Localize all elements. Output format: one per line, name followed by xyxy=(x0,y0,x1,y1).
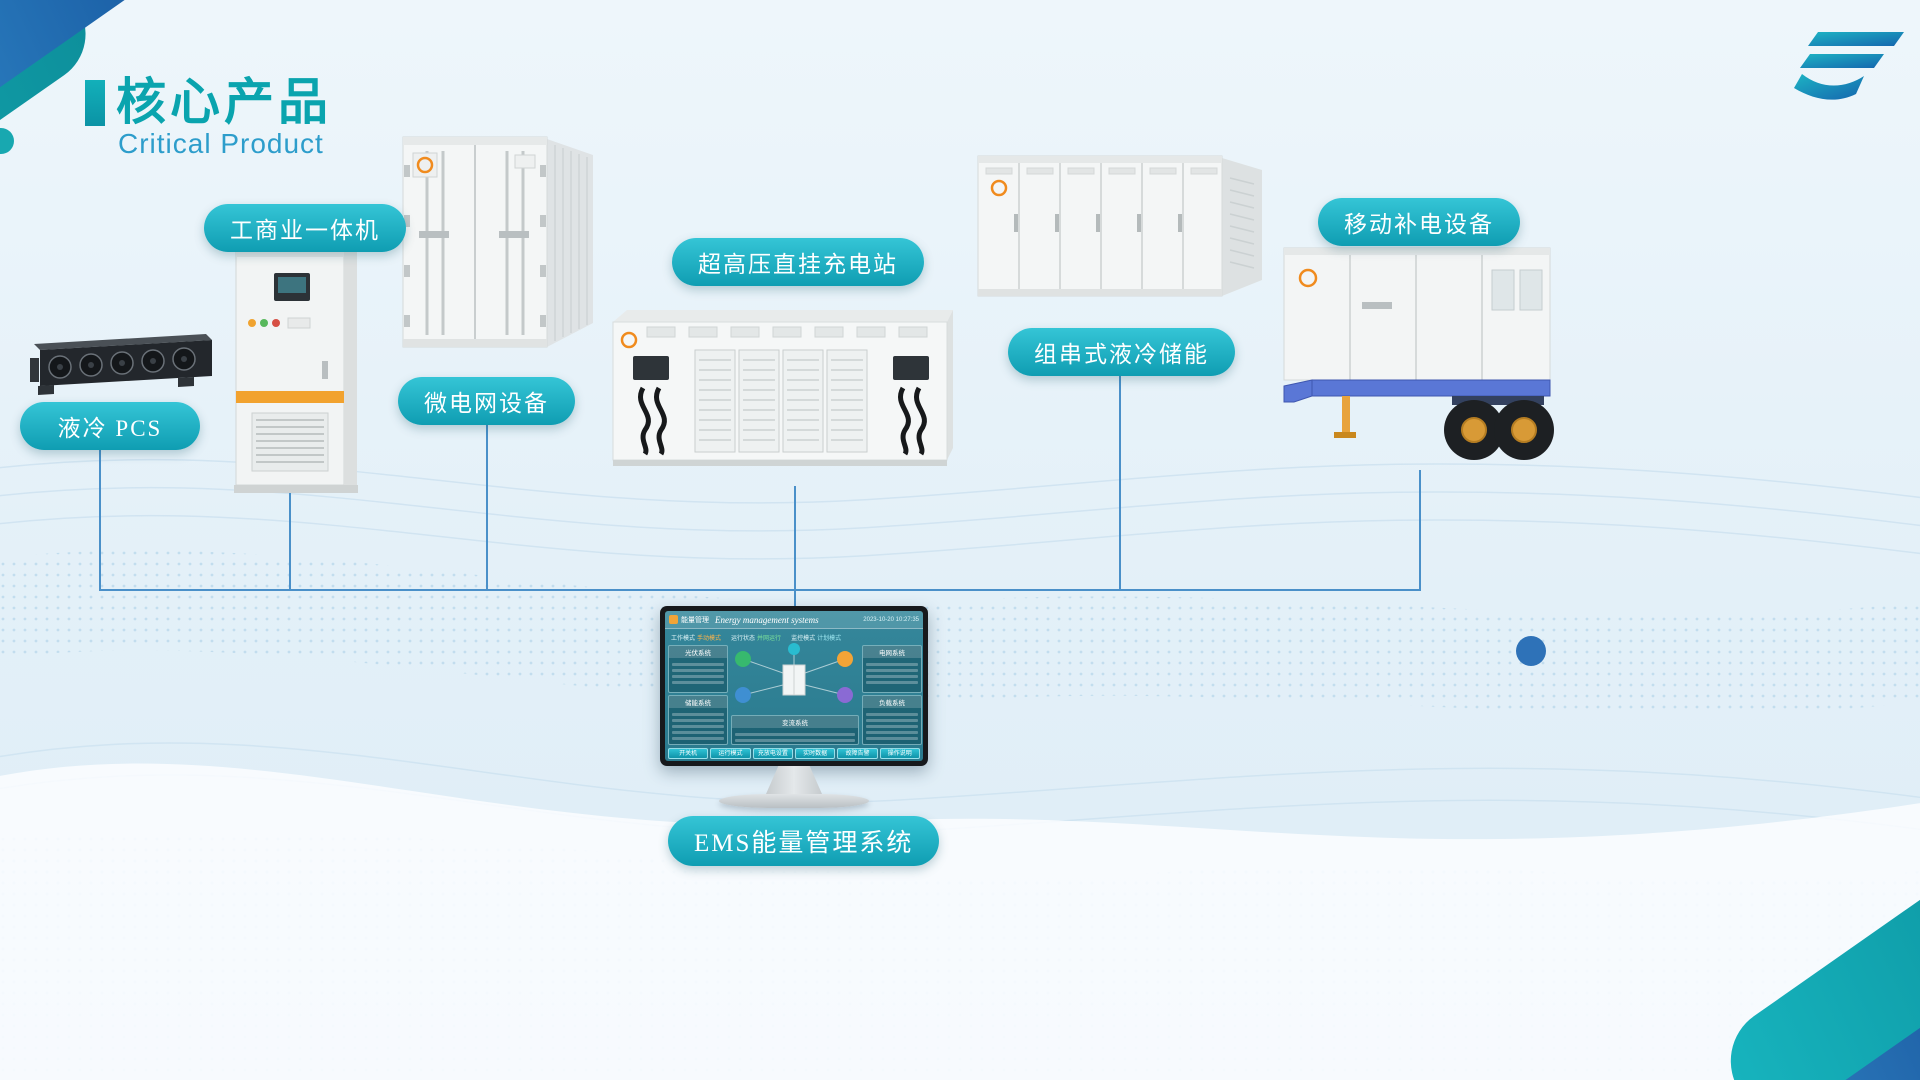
product-string-liquid-cooled-storage xyxy=(972,148,1268,309)
meter-node-icon xyxy=(788,643,800,655)
monitor-frame: 能量管理 Energy management systems 2023-10-2… xyxy=(660,606,928,766)
page-title: 核心产品 xyxy=(116,74,332,130)
brand-mark-icon xyxy=(1298,268,1318,288)
ems-panel-load: 负载系统 xyxy=(862,695,922,745)
blue-dot-right-edge xyxy=(1516,636,1546,666)
load-node-icon xyxy=(837,687,853,703)
ems-button: 操作说明 xyxy=(879,748,920,759)
bess-node-icon xyxy=(735,687,751,703)
ems-screen: 能量管理 Energy management systems 2023-10-2… xyxy=(665,611,923,761)
company-logo-icon xyxy=(1794,32,1904,100)
wheel-icons xyxy=(1444,400,1554,460)
product-uhv-charging-station xyxy=(603,296,959,493)
ems-button: 充放电设置 xyxy=(752,748,793,759)
monitor-stand-neck xyxy=(766,766,822,794)
product-label-mobile-charging: 移动补电设备 xyxy=(1318,198,1520,246)
ems-status-bar: 工作模式手动模式 运行状态并网运行 监控模式计划模式 xyxy=(671,636,842,642)
ems-button: 实时数据 xyxy=(794,748,836,759)
product-label-commercial-all-in-one: 工商业一体机 xyxy=(204,204,406,252)
ems-logo-icon xyxy=(669,615,678,624)
product-label-ems: EMS能量管理系统 xyxy=(668,816,940,866)
brand-mark-icon xyxy=(416,156,434,174)
ems-datetime: 2023-10-20 10:27:35 xyxy=(863,616,919,623)
trailer-chassis xyxy=(1283,379,1551,405)
ems-button: 开关机 xyxy=(668,748,709,759)
ems-header: 能量管理 Energy management systems 2023-10-2… xyxy=(665,611,923,629)
product-label-string-storage: 组串式液冷储能 xyxy=(1008,328,1235,376)
product-label-uhv-charging-station: 超高压直挂充电站 xyxy=(672,238,924,286)
teal-dot-left-edge xyxy=(0,128,14,154)
grid-node-icon xyxy=(837,651,853,667)
ems-title: Energy management systems xyxy=(715,614,819,625)
pv-node-icon xyxy=(735,651,751,667)
ems-panel-bess: 储能系统 xyxy=(668,695,728,745)
ems-brand: 能量管理 xyxy=(681,616,709,624)
monitor-stand-base xyxy=(719,794,869,808)
brand-mark-icon xyxy=(990,179,1008,197)
product-microgrid-equipment xyxy=(395,125,597,370)
support-leg xyxy=(1342,396,1350,434)
ems-flow-diagram xyxy=(735,643,853,703)
product-label-liquid-cooled-pcs: 液冷 PCS xyxy=(20,402,200,450)
product-commercial-all-in-one xyxy=(222,243,362,500)
ems-panel-converter: 变流系统 xyxy=(731,715,859,745)
ems-monitor: 能量管理 Energy management systems 2023-10-2… xyxy=(660,606,928,808)
ems-panel-grid: 电网系统 xyxy=(862,645,922,693)
product-label-microgrid-equipment: 微电网设备 xyxy=(398,377,575,425)
product-liquid-cooled-pcs xyxy=(28,328,213,405)
ems-button: 运行模式 xyxy=(710,748,751,759)
page-subtitle: Critical Product xyxy=(118,128,324,159)
ems-button-row: 开关机 运行模式 充放电设置 实时数据 故障告警 操作说明 xyxy=(665,748,923,759)
brand-mark-icon xyxy=(620,331,638,349)
charging-cable-icons xyxy=(638,386,927,456)
ems-panel-pv: 光伏系统 xyxy=(668,645,728,693)
ems-button: 故障告警 xyxy=(837,748,878,759)
title-accent-bar xyxy=(85,80,105,126)
product-mobile-charging-unit xyxy=(1272,240,1568,477)
fan-icons xyxy=(48,347,196,379)
